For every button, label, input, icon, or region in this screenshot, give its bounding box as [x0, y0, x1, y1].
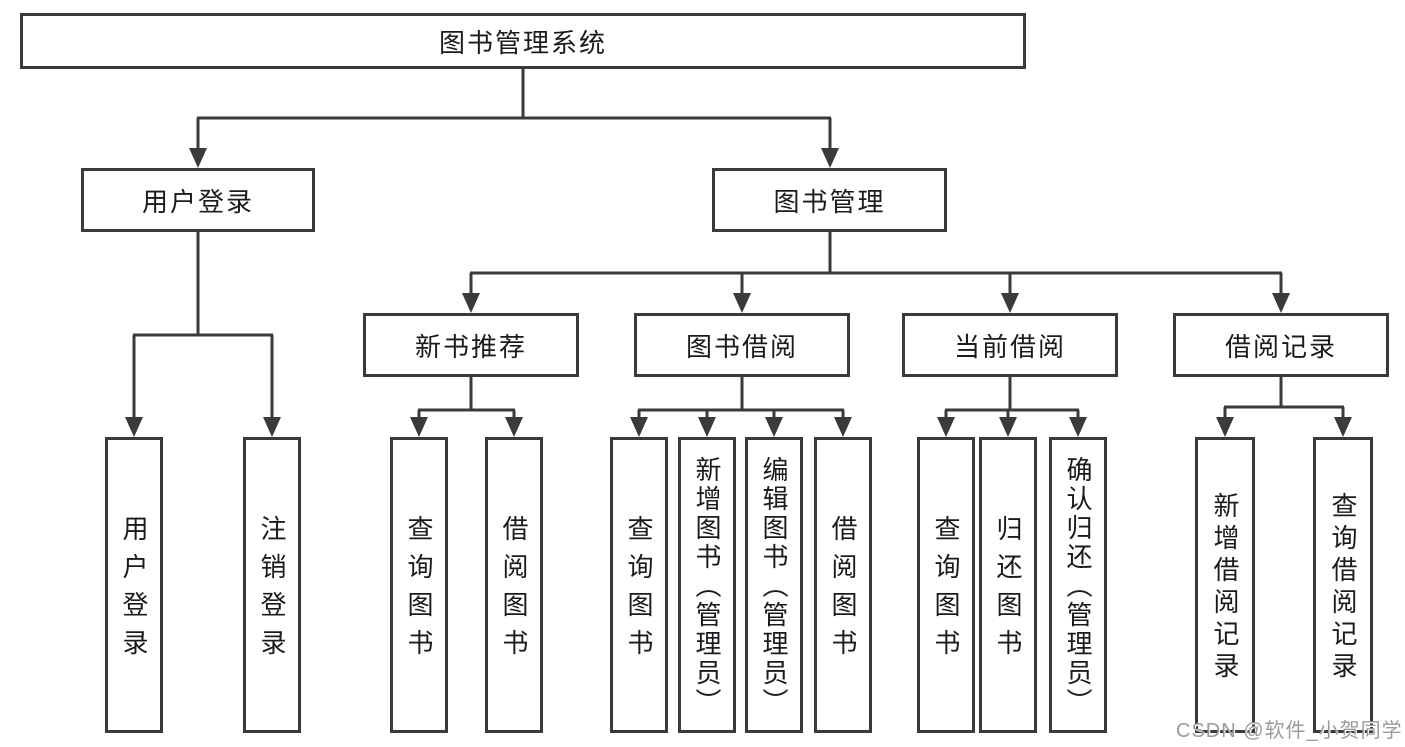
leaf-query-books-current: 查询图书 [917, 437, 975, 733]
leaf-query-books-recommend: 查询图书 [390, 437, 448, 733]
connector-current-borrowing-branch [944, 374, 1080, 420]
connector-borrowing-records-branch [1223, 374, 1345, 420]
leaf-borrow-books: 借阅图书 [814, 437, 872, 733]
leaf-logout-label: 注销登录 [257, 515, 287, 667]
leaf-add-borrow-record: 新增借阅记录 [1195, 437, 1255, 733]
leaf-add-books-admin: 新增图书（管理员） [678, 437, 736, 733]
leaf-borrow-books-label: 借阅图书 [828, 515, 858, 667]
arrowheads-user-login-branch [125, 417, 281, 437]
leaf-query-borrow-record: 查询借阅记录 [1313, 437, 1373, 733]
node-user-login: 用户登录 [81, 168, 315, 232]
leaf-confirm-return-admin: 确认归还（管理员） [1049, 437, 1107, 733]
leaf-user-login-label: 用户登录 [119, 515, 149, 667]
connector-book-borrowing-branch [637, 374, 845, 420]
node-book-borrowing: 图书借阅 [634, 313, 850, 377]
arrowheads-new-book-recommend-branch [410, 417, 523, 437]
leaf-query-books-recommend-label: 查询图书 [404, 515, 434, 667]
leaf-query-books-borrowing-label: 查询图书 [624, 515, 654, 667]
leaf-add-borrow-record-label: 新增借阅记录 [1210, 492, 1240, 684]
leaf-query-borrow-record-label: 查询借阅记录 [1328, 492, 1358, 684]
arrowheads-borrowing-records-branch [1216, 417, 1352, 437]
leaf-borrow-books-recommend: 借阅图书 [485, 437, 543, 733]
arrowheads-level2 [189, 148, 839, 168]
connector-user-login-branch [132, 229, 274, 419]
node-root: 图书管理系统 [20, 13, 1026, 69]
leaf-logout: 注销登录 [243, 437, 301, 733]
leaf-edit-books-admin: 编辑图书（管理员） [745, 437, 803, 733]
node-borrowing-records: 借阅记录 [1173, 313, 1389, 377]
node-new-book-recommend: 新书推荐 [363, 313, 579, 377]
leaf-query-books-borrowing: 查询图书 [610, 437, 668, 733]
connector-root-to-level2 [196, 66, 832, 150]
leaf-query-books-current-label: 查询图书 [931, 515, 961, 667]
leaf-confirm-return-admin-label: 确认归还（管理员） [1063, 456, 1093, 717]
leaf-edit-books-admin-label: 编辑图书（管理员） [759, 456, 789, 717]
leaf-borrow-books-recommend-label: 借阅图书 [499, 515, 529, 667]
leaf-return-books-label: 归还图书 [993, 515, 1023, 667]
arrowheads-book-management-branch [462, 293, 1290, 313]
leaf-user-login: 用户登录 [105, 437, 163, 733]
node-book-management: 图书管理 [712, 168, 947, 232]
connector-book-management-branch [469, 229, 1283, 295]
node-current-borrowing: 当前借阅 [902, 313, 1118, 377]
arrowheads-book-borrowing-branch [630, 417, 852, 437]
leaf-add-books-admin-label: 新增图书（管理员） [692, 456, 722, 717]
leaf-return-books: 归还图书 [979, 437, 1037, 733]
watermark: CSDN @软件_小贺同学 [1176, 720, 1403, 742]
connector-new-book-recommend-branch [417, 374, 516, 420]
arrowheads-current-borrowing-branch [937, 417, 1087, 437]
